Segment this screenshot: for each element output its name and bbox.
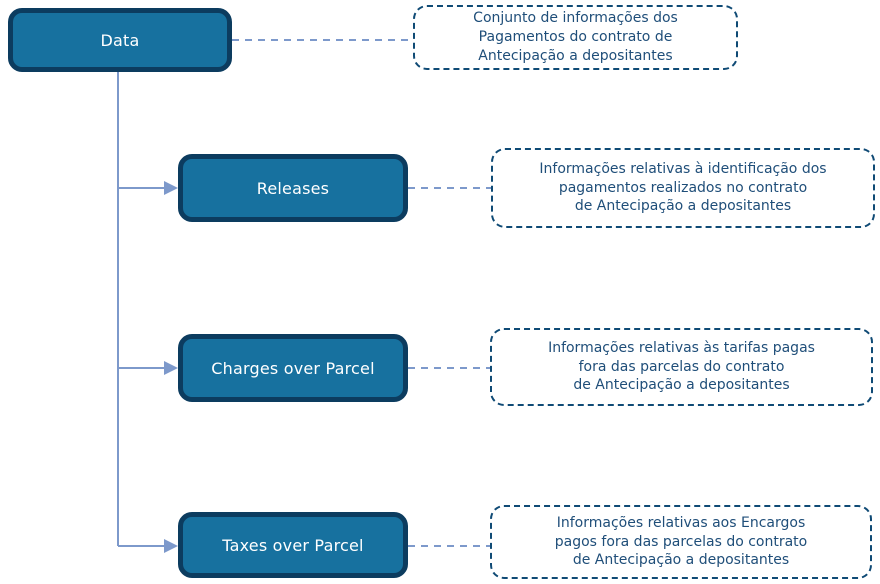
node-taxes-label: Taxes over Parcel [222, 535, 364, 555]
arrowhead-charges-icon [164, 361, 178, 375]
note-taxes-text: Informações relativas aos Encargos pagos… [554, 514, 808, 569]
note-releases-text: Informações relativas à identificação do… [539, 160, 827, 215]
note-releases-description: Informações relativas à identificação do… [491, 148, 875, 228]
node-data-label: Data [100, 30, 140, 50]
note-charges-description: Informações relativas às tarifas pagas f… [490, 328, 873, 406]
node-charges-label: Charges over Parcel [211, 358, 375, 378]
node-charges-over-parcel: Charges over Parcel [178, 334, 408, 402]
node-releases: Releases [178, 154, 408, 222]
note-charges-text: Informações relativas às tarifas pagas f… [548, 339, 815, 394]
arrowhead-taxes-icon [164, 539, 178, 553]
note-data-description: Conjunto de informações dos Pagamentos d… [413, 5, 738, 70]
node-data: Data [8, 8, 232, 72]
node-taxes-over-parcel: Taxes over Parcel [178, 512, 408, 578]
note-taxes-description: Informações relativas aos Encargos pagos… [490, 505, 872, 579]
note-data-text: Conjunto de informações dos Pagamentos d… [473, 10, 678, 64]
arrowhead-releases-icon [164, 181, 178, 195]
node-releases-label: Releases [256, 178, 330, 198]
